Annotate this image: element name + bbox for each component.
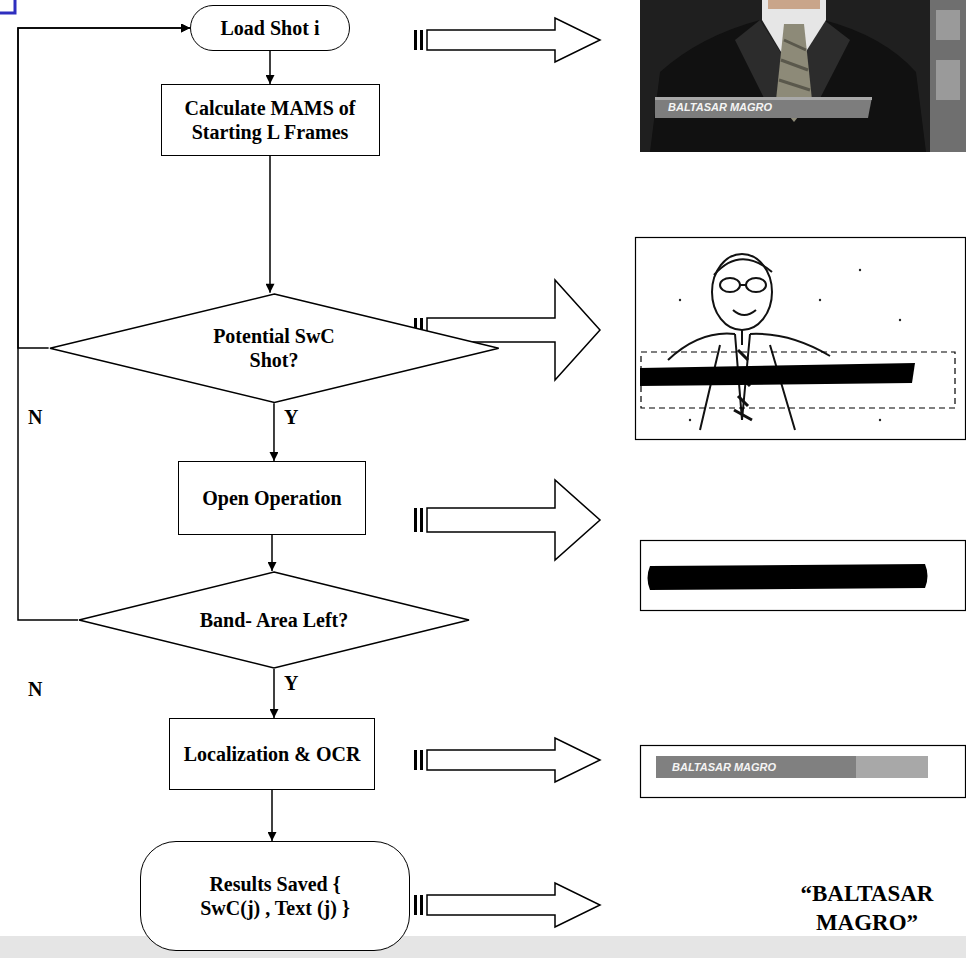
band-blob [648,564,928,590]
arrow-tails [414,30,423,915]
process-box: Open Operation [178,461,366,535]
decision-diamond: Band- Area Left? [78,571,470,669]
node-text: Band- Area Left? [200,608,349,632]
node-text: Localization & OCR [184,742,361,766]
ocr-result: “BALTASAR MAGRO” [772,880,962,938]
node-text: Results Saved { SwC(j) , Text (j) } [200,872,350,920]
photo-caption: BALTASAR MAGRO [668,100,772,114]
anchor-photo [640,0,966,152]
photo-caption: BALTASAR MAGRO [672,760,776,774]
branch-label: Y [282,406,300,428]
noise-dots [679,269,901,421]
corner-mark [0,0,15,13]
node-text: Calculate MAMS of Starting L Frames [173,96,368,144]
flow-connector [273,669,275,718]
image-frame [636,238,966,440]
branch-label: Y [282,672,300,694]
process-box: Localization & OCR [169,718,375,790]
flow-connector [269,156,271,293]
flow-connector [271,535,273,571]
photo-ground [640,0,966,152]
edge-map [636,238,966,440]
tie-pattern [779,40,810,90]
name-band-edge [655,97,872,100]
name-band [656,756,928,778]
node-text: Open Operation [202,486,341,510]
flow-connector [273,403,275,461]
branch-label: N [26,406,44,428]
photo-panel [930,0,966,152]
flow-connector [271,790,273,841]
block-arrow [427,280,600,380]
block-arrow [427,738,600,782]
block-arrow [427,883,600,927]
node-text: Load Shot i [221,16,320,40]
suit [650,20,926,152]
block-arrow [427,18,600,62]
image-frame [641,746,966,798]
block-arrows [427,18,600,927]
photo-panel-block [936,10,960,40]
photo-panel-block [936,60,960,100]
chin [768,0,820,9]
slide-bar [0,936,966,958]
name-band-end [856,756,928,778]
text-band-image [641,746,966,798]
flow-connector [18,28,190,348]
terminator: Load Shot i [190,5,350,51]
dashed-region [641,352,955,408]
process-box: Calculate MAMS of Starting L Frames [161,84,380,156]
sketch [668,254,830,430]
terminator: Results Saved { SwC(j) , Text (j) } [140,841,410,951]
band-image [641,541,966,611]
decision-diamond: Potential SwC Shot? [49,293,500,403]
detected-band [640,363,915,386]
flow-connector [269,51,271,84]
image-frame [641,541,966,611]
node-text: Potential SwC Shot? [189,324,359,372]
block-arrow [427,480,600,560]
diamond-outline [49,293,500,403]
name-band [655,97,872,118]
branch-label: N [26,678,44,700]
